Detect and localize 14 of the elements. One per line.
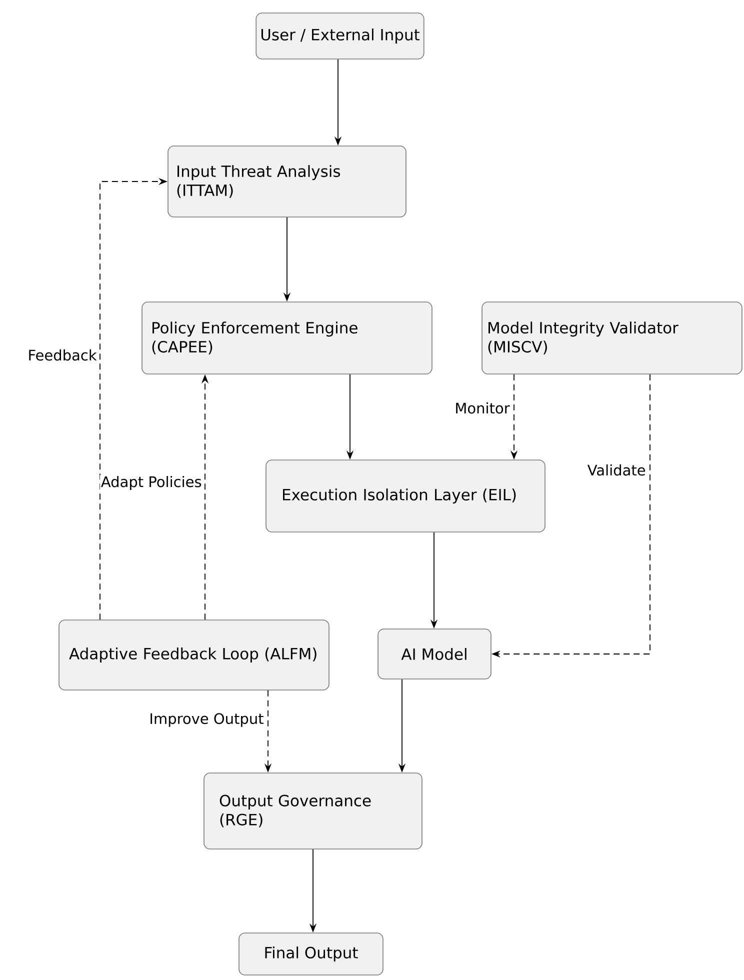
- process-box: User / External Input: [256, 12, 424, 60]
- process-box: Output Governance (RGE): [204, 772, 422, 850]
- process-box: Execution Isolation Layer (EIL): [266, 460, 546, 532]
- process-box: AI Model: [378, 628, 492, 680]
- edge-label: Improve Output: [148, 712, 265, 728]
- edge-label: Feedback: [26, 348, 98, 362]
- edge-label: Monitor: [454, 401, 511, 415]
- process-box: Model Integrity Validator (MISCV): [482, 302, 742, 374]
- process-box: Final Output: [238, 932, 384, 976]
- process-box: Adaptive Feedback Loop (ALFM): [58, 620, 330, 690]
- edge-label: Validate: [586, 463, 647, 477]
- edge-label: Adapt Policies: [100, 475, 203, 492]
- process-box: Input Threat Analysis (ITTAM): [168, 146, 406, 218]
- process-box: Policy Enforcement Engine (CAPEE): [142, 302, 432, 374]
